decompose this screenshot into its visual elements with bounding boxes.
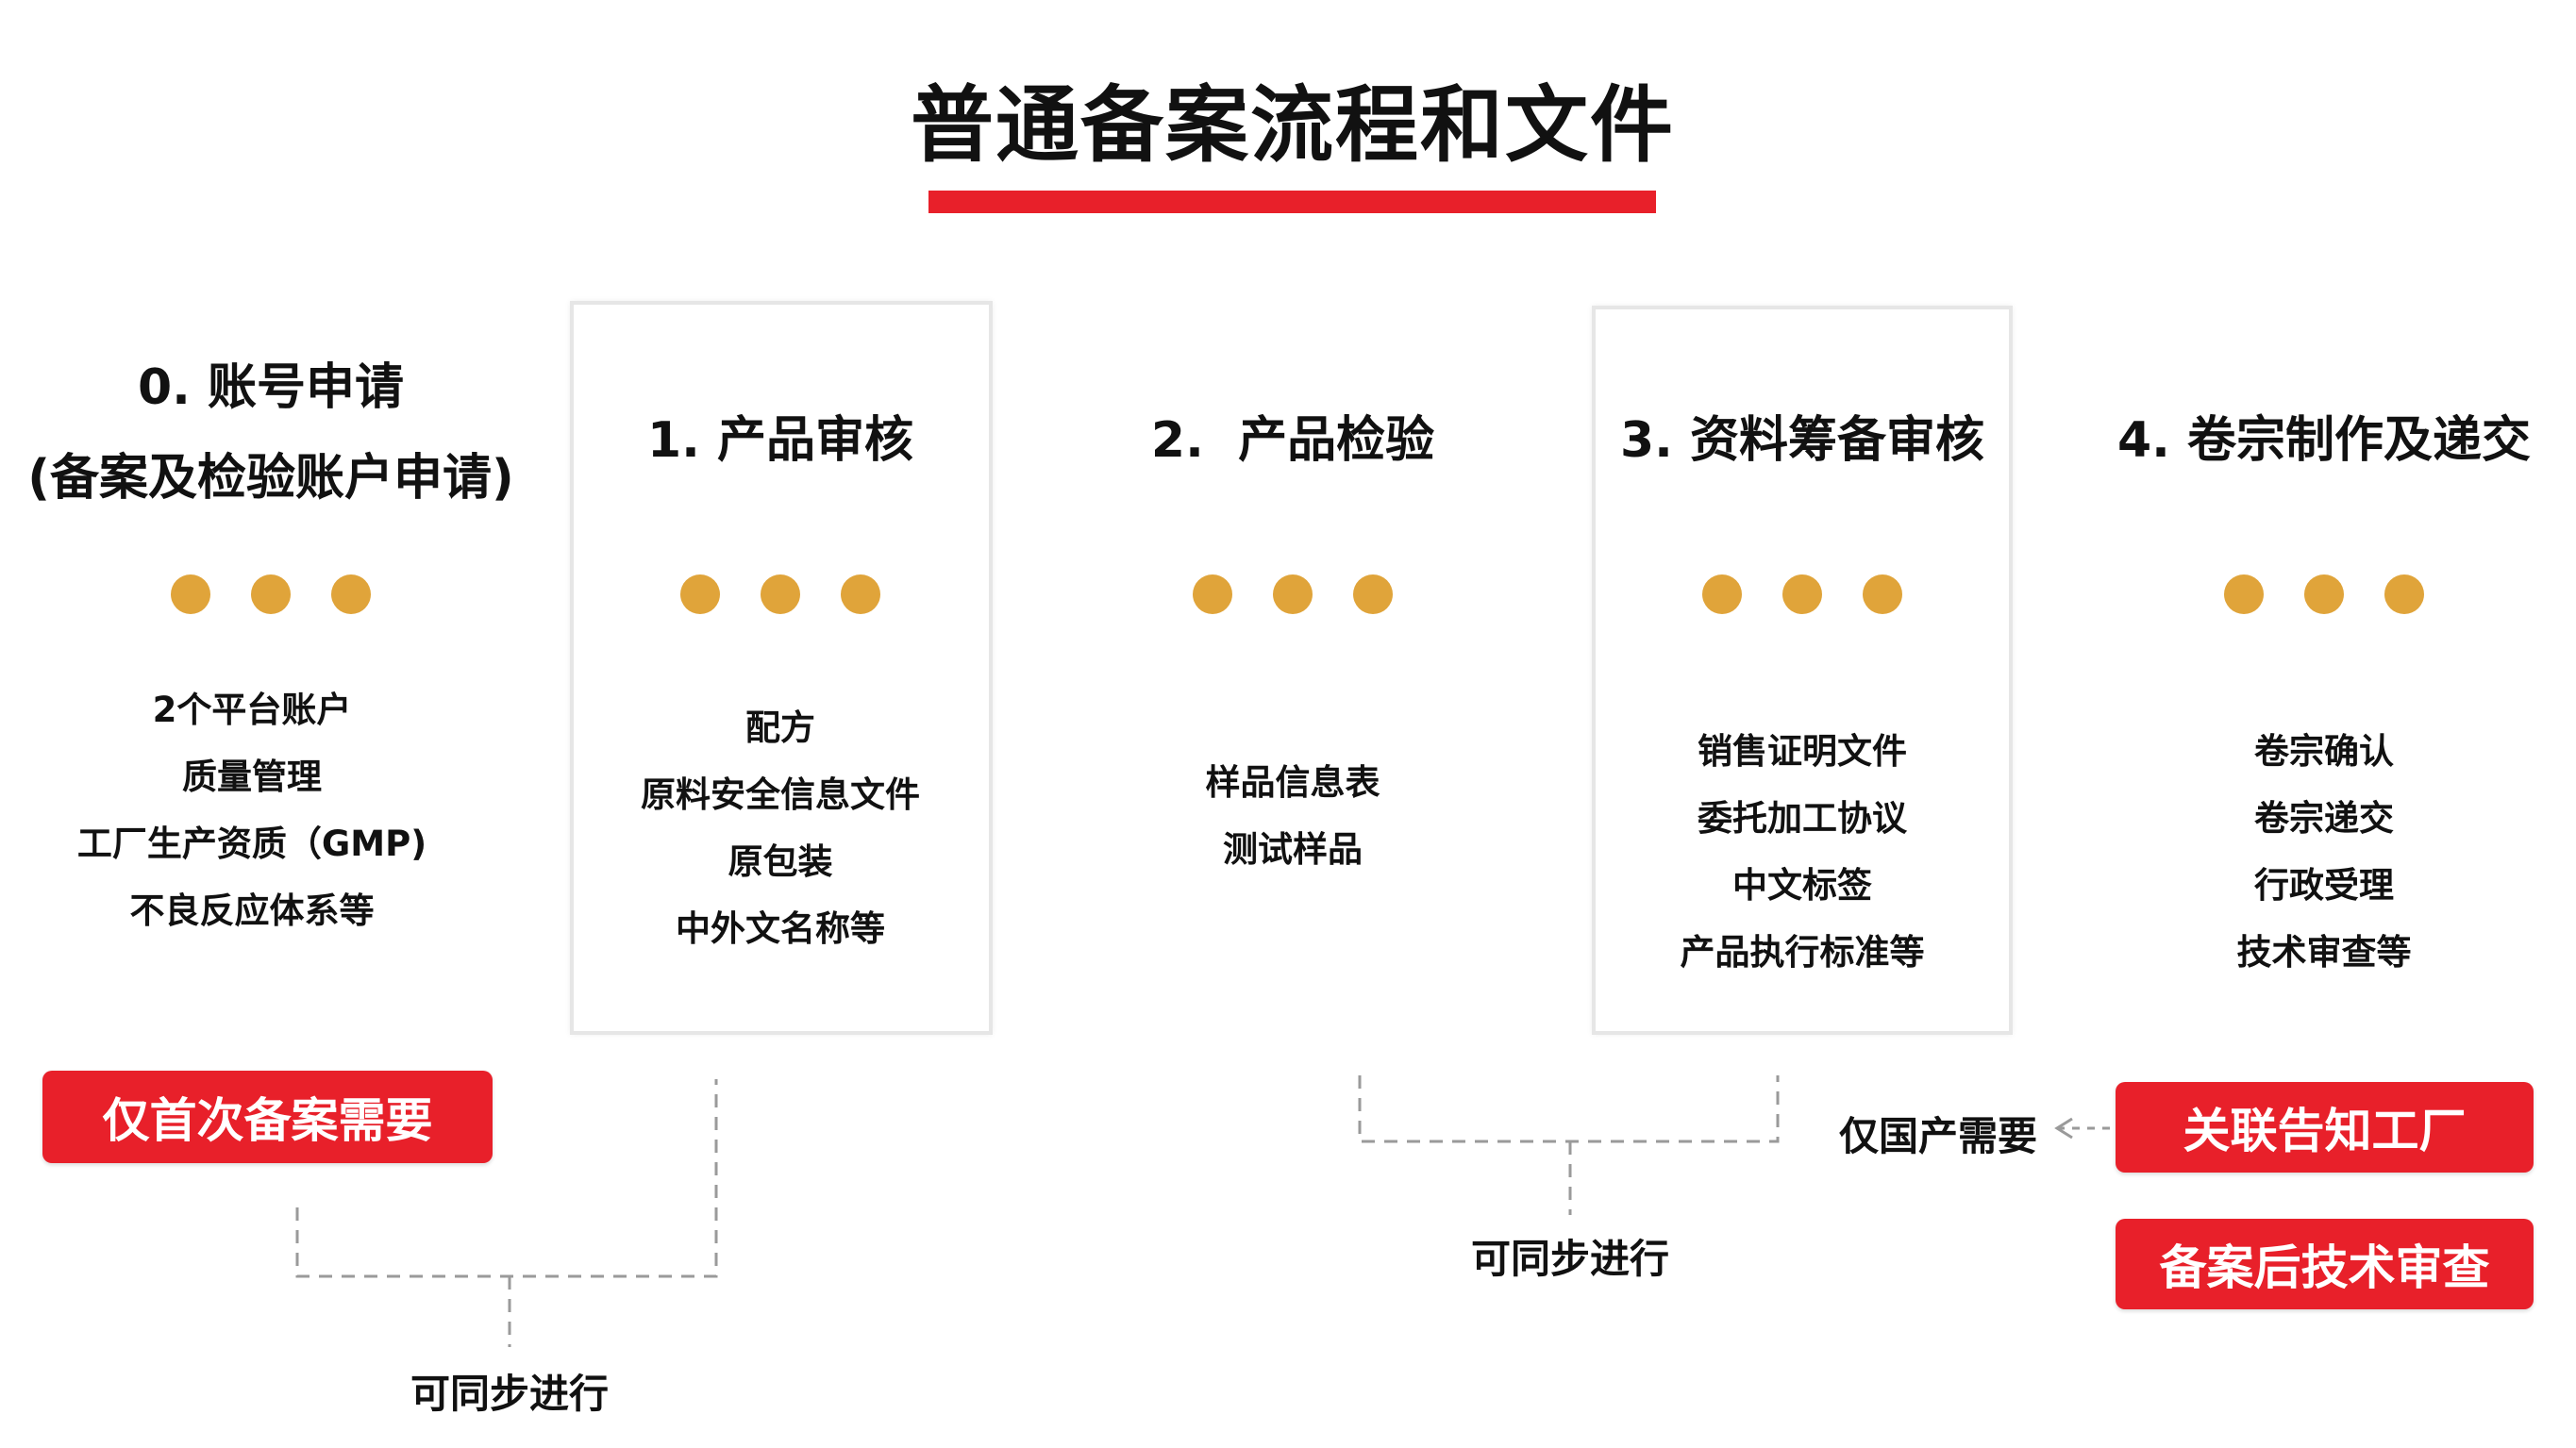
step-0-heading: 0. 账号申请 [137, 359, 405, 416]
list-item: 原包装 [728, 841, 833, 882]
list-item: 样品信息表 [1205, 762, 1380, 803]
step-2-dots [1029, 574, 1557, 614]
list-item: 中外文名称等 [676, 908, 885, 949]
list-item: 质量管理 [182, 757, 322, 797]
dot-icon [2304, 574, 2344, 614]
dot-icon [1863, 574, 1902, 614]
step-4-items: 卷宗确认 卷宗递交 行政受理 技术审查等 [2060, 718, 2576, 986]
step-0-subheading: (备案及检验账户申请) [27, 450, 514, 507]
step-2-items: 样品信息表 测试样品 [1029, 749, 1557, 883]
dot-icon [1273, 574, 1313, 614]
step-1-box [570, 301, 993, 1035]
list-item: 工厂生产资质（GMP) [76, 824, 427, 864]
list-item: 委托加工协议 [1698, 798, 1907, 839]
sync-bracket-left [295, 1079, 718, 1278]
post-review-badge: 备案后技术审查 [2116, 1219, 2534, 1309]
dot-icon [841, 574, 880, 614]
sync-label-right: 可同步进行 [1470, 1236, 1669, 1282]
list-item: 测试样品 [1223, 829, 1363, 870]
list-item: 销售证明文件 [1698, 731, 1907, 772]
step-1-heading: 1. 产品审核 [646, 412, 914, 469]
list-item: 行政受理 [2254, 865, 2394, 906]
dot-icon [2224, 574, 2264, 614]
step-0-dots [7, 574, 535, 614]
step-0-items: 2个平台账户 质量管理 工厂生产资质（GMP) 不良反应体系等 [0, 676, 516, 944]
list-item: 中文标签 [1732, 865, 1872, 906]
arrow-left-icon [2054, 1117, 2073, 1140]
linked-factory-badge: 关联告知工厂 [2116, 1082, 2534, 1173]
step-3-items: 销售证明文件 委托加工协议 中文标签 产品执行标准等 [1538, 718, 2066, 986]
dot-icon [2384, 574, 2424, 614]
dot-icon [1193, 574, 1232, 614]
dot-icon [1702, 574, 1742, 614]
domestic-only-label: 仅国产需要 [1838, 1113, 2037, 1159]
list-item: 技术审查等 [2236, 932, 2412, 973]
title-underline [928, 191, 1656, 213]
step-4-dots [2060, 574, 2576, 614]
step-1-items: 配方 原料安全信息文件 原包装 中外文名称等 [516, 694, 1045, 962]
step-2-heading: 2. 产品检验 [1150, 412, 1435, 469]
step-3-heading: 3. 资料筹备审核 [1619, 412, 1985, 469]
sync-bracket-right [1358, 1075, 1780, 1143]
list-item: 产品执行标准等 [1680, 932, 1925, 973]
list-item: 2个平台账户 [152, 690, 352, 730]
dot-icon [761, 574, 800, 614]
dot-icon [251, 574, 291, 614]
step-1-dots [516, 574, 1045, 614]
first-time-only-badge: 仅首次备案需要 [42, 1071, 493, 1163]
sync-label-left: 可同步进行 [410, 1371, 609, 1417]
dot-icon [1353, 574, 1393, 614]
list-item: 不良反应体系等 [129, 890, 375, 931]
step-4-heading: 4. 卷宗制作及递交 [2116, 412, 2532, 469]
page-title: 普通备案流程和文件 [910, 76, 1675, 174]
dot-icon [331, 574, 371, 614]
list-item: 卷宗确认 [2254, 731, 2394, 772]
list-item: 原料安全信息文件 [641, 774, 920, 815]
step-3-box [1592, 306, 2013, 1035]
dot-icon [680, 574, 720, 614]
list-item: 配方 [745, 707, 815, 748]
dot-icon [171, 574, 210, 614]
step-3-dots [1538, 574, 2066, 614]
list-item: 卷宗递交 [2254, 798, 2394, 839]
dot-icon [1782, 574, 1822, 614]
